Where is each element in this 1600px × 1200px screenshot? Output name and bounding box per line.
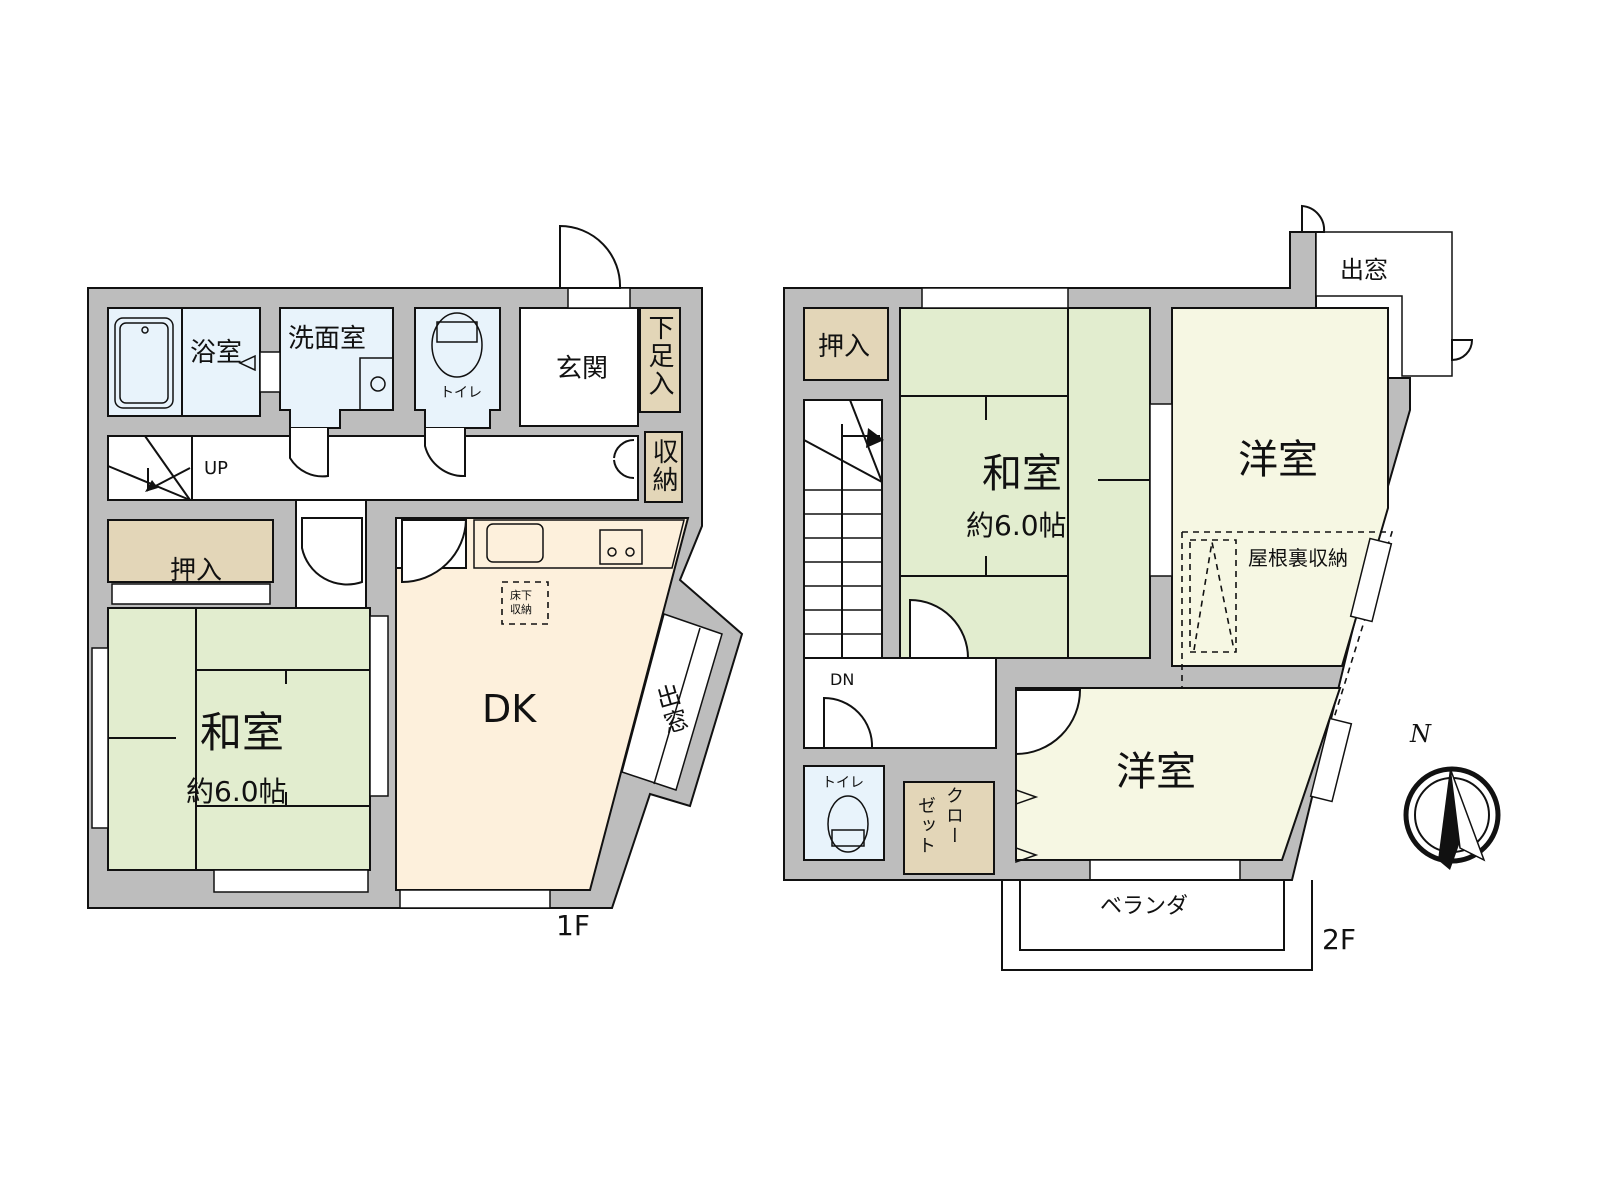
label-underfloor-1: 床下 bbox=[510, 589, 532, 602]
label-stairs-up: UP bbox=[204, 458, 229, 479]
label-underfloor-2: 収納 bbox=[510, 603, 532, 616]
bathtub-icon bbox=[114, 317, 174, 409]
floor-1-plan bbox=[87, 224, 744, 909]
label-entrance: 玄関 bbox=[556, 354, 609, 384]
label-japanese-room-1f-size: 約6.0帖 bbox=[186, 775, 287, 808]
label-attic-storage: 屋根裏収納 bbox=[1248, 546, 1348, 570]
bay-window-2f bbox=[1315, 231, 1453, 377]
room-bath bbox=[107, 307, 261, 417]
room-japanese-2f bbox=[899, 307, 1151, 659]
storage-1f bbox=[644, 431, 683, 503]
kitchen-sink-icon bbox=[486, 523, 544, 563]
front-door-icon bbox=[559, 224, 622, 289]
label-bay-window-2f: 出窓 bbox=[1340, 256, 1388, 284]
room-toilet-1f bbox=[414, 307, 501, 429]
label-western-room-south: 洋室 bbox=[1116, 749, 1196, 795]
veranda bbox=[1019, 879, 1285, 951]
label-washroom: 洗面室 bbox=[288, 324, 367, 354]
hallway-1f bbox=[107, 435, 639, 501]
compass-icon bbox=[1403, 766, 1501, 870]
label-closet-col2: クロー bbox=[943, 786, 964, 846]
label-closet-2f: 押入 bbox=[818, 332, 871, 362]
label-closet-col1: ゼット bbox=[915, 796, 936, 856]
compass-north-label: N bbox=[1410, 720, 1431, 748]
underfloor-storage bbox=[501, 581, 549, 625]
floor-1-label: 1F bbox=[556, 909, 590, 942]
room-dining-kitchen bbox=[395, 517, 690, 891]
toilet-icon bbox=[431, 312, 483, 378]
label-western-room-north: 洋室 bbox=[1238, 437, 1318, 483]
label-japanese-room-2f: 和室 bbox=[982, 451, 1062, 497]
label-veranda: ベランダ bbox=[1100, 894, 1189, 919]
label-bath: 浴室 bbox=[190, 338, 243, 368]
room-washroom bbox=[279, 307, 394, 429]
walk-in-closet bbox=[903, 781, 995, 875]
label-stairs-down: DN bbox=[830, 670, 855, 689]
room-entrance bbox=[519, 307, 639, 427]
label-closet-1f: 押入 bbox=[170, 556, 223, 586]
label-storage-1f: 収納 bbox=[648, 438, 678, 494]
attic-ladder bbox=[1189, 539, 1237, 653]
toilet-icon bbox=[827, 795, 869, 853]
label-toilet-1f: トイレ bbox=[440, 385, 482, 401]
shoe-cabinet bbox=[639, 307, 681, 413]
veranda-outline bbox=[1001, 880, 1313, 971]
closet-2f bbox=[803, 307, 889, 381]
bay-window-1f bbox=[621, 613, 723, 791]
floor-2-plan bbox=[783, 204, 1474, 971]
label-dining-kitchen: DK bbox=[482, 687, 537, 731]
label-toilet-2f: トイレ bbox=[822, 775, 864, 791]
label-japanese-room-1f: 和室 bbox=[200, 708, 285, 757]
floor-2-label: 2F bbox=[1322, 923, 1356, 956]
stove-icon bbox=[599, 529, 643, 565]
sink-icon bbox=[359, 357, 394, 411]
closet-1f bbox=[107, 519, 274, 583]
room-toilet-2f bbox=[803, 765, 885, 861]
label-shoe-cabinet: 下足入 bbox=[644, 314, 674, 398]
label-japanese-room-2f-size: 約6.0帖 bbox=[966, 509, 1067, 542]
